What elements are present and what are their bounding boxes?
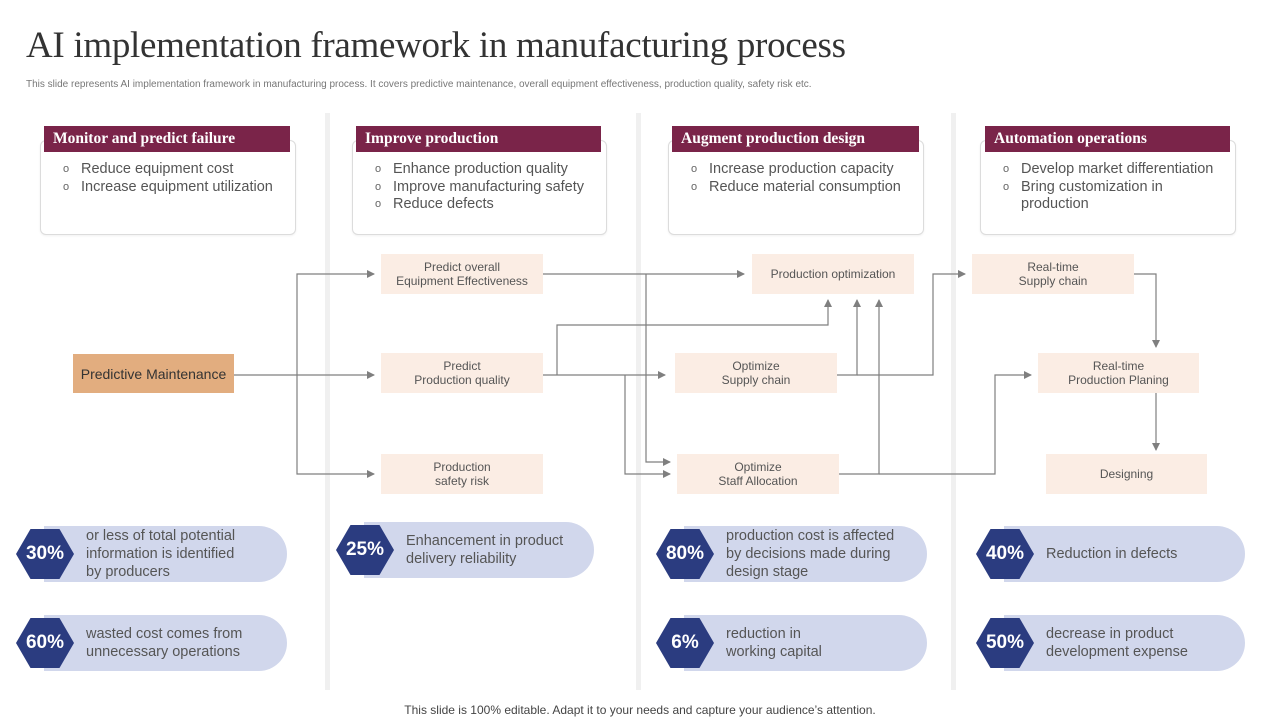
node-predict-oee: Predict overall Equipment Effectiveness [381, 254, 543, 294]
stat-description: Reduction in defects [1046, 546, 1178, 562]
stat-description: decrease in product development expense [1046, 626, 1188, 660]
node-designing: Designing [1046, 454, 1207, 494]
node-predictive-maintenance: Predictive Maintenance [73, 354, 234, 393]
stat-pill [1004, 615, 1245, 671]
stat-value-hexagon: 80% [656, 529, 714, 579]
connector-staff-to-optimization [839, 299, 883, 475]
column-heading-monitor: Monitor and predict failure [44, 126, 290, 152]
stat-pill [684, 526, 927, 582]
connector-realtime-supply-to-planning [1134, 273, 1160, 348]
bullet-icon: o [63, 163, 70, 175]
bullet-icon: o [691, 180, 698, 193]
stat-badge: 80% production cost is affected by decis… [656, 526, 927, 582]
page-title: AI implementation framework in manufactu… [26, 25, 846, 66]
stat-pill [44, 615, 287, 671]
node-production-optimization: Production optimization [752, 254, 914, 294]
stat-pill [684, 615, 927, 671]
connector-supply-to-optimization [837, 299, 861, 376]
page-subtitle: This slide represents AI implementation … [26, 79, 812, 90]
stat-description: production cost is affected by decisions… [726, 528, 895, 580]
node-predict-quality: Predict Production quality [381, 353, 543, 393]
node-optimize-supply-chain: Optimize Supply chain [675, 353, 837, 393]
connector-root-to-oee [296, 270, 375, 375]
bullet-icon: o [691, 163, 698, 175]
bullet-icon: o [375, 198, 382, 210]
stat-pill [44, 526, 287, 582]
stat-description: or less of total potential information i… [86, 528, 236, 580]
connector-oee-to-staff [645, 274, 671, 466]
column-heading-automation: Automation operations [985, 126, 1230, 152]
stat-badge: 30% or less of total potential informati… [16, 526, 287, 582]
connector-root-to-safety [296, 375, 375, 478]
stat-badge: 6% reduction in working capital [656, 615, 927, 671]
node-safety-risk: Production safety risk [381, 454, 543, 494]
stat-badge: 50% decrease in product development expe… [976, 615, 1245, 671]
stat-badge: 25% Enhancement in product delivery reli… [336, 522, 594, 578]
stat-badge: 60% wasted cost comes from unnecessary o… [16, 615, 287, 671]
stat-value-hexagon: 6% [656, 618, 714, 668]
bullet-icon: o [375, 180, 382, 193]
column-heading-augment: Augment production design [672, 126, 919, 152]
stat-pill [1004, 526, 1245, 582]
node-realtime-planning: Real-time Production Planing [1038, 353, 1199, 393]
column-divider [325, 113, 330, 690]
stat-description: reduction in working capital [726, 626, 822, 660]
stat-badge: 40% Reduction in defects [976, 526, 1245, 582]
node-realtime-supply-chain: Real-time Supply chain [972, 254, 1134, 294]
column-divider [951, 113, 956, 690]
footer-note: This slide is 100% editable. Adapt it to… [404, 703, 876, 717]
stat-description: wasted cost comes from unnecessary opera… [86, 626, 243, 660]
connector-quality-to-staff [624, 375, 671, 478]
stat-pill [364, 522, 594, 578]
bullet-icon: o [63, 180, 70, 193]
bullet-icon: o [375, 163, 382, 175]
bullet-icon: o [1003, 180, 1010, 193]
bullet-icon: o [1003, 163, 1010, 175]
stat-description: Enhancement in product delivery reliabil… [406, 533, 564, 567]
node-optimize-staff: Optimize Staff Allocation [677, 454, 839, 494]
column-heading-improve: Improve production [356, 126, 601, 152]
column-divider [636, 113, 641, 690]
